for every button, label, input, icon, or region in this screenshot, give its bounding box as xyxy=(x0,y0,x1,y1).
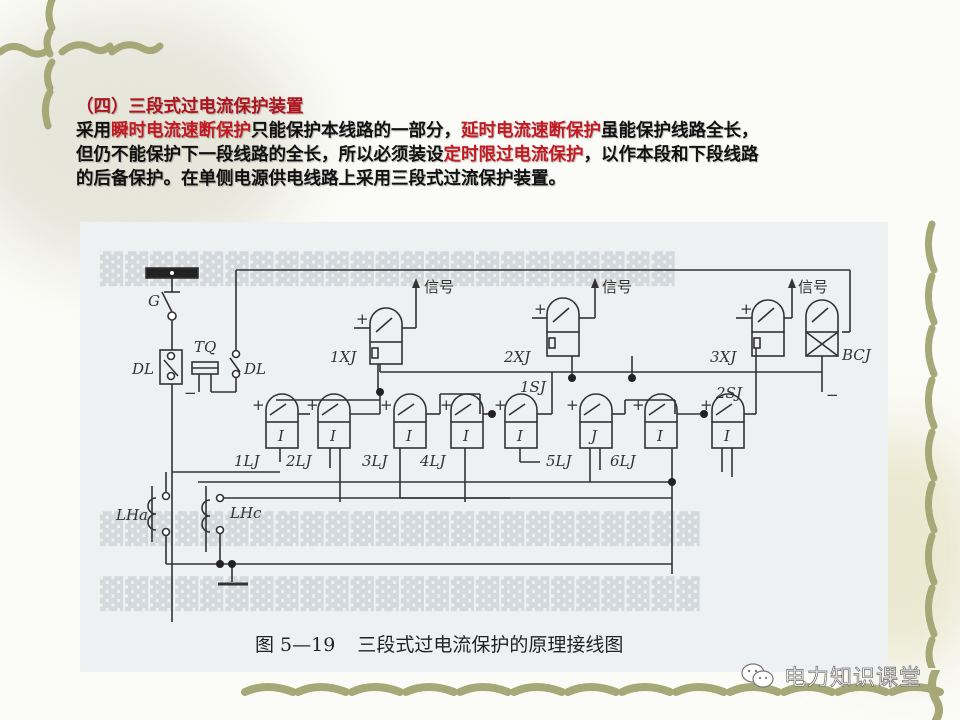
figure-title: 三段式过电流保护的原理接线图 xyxy=(357,634,624,656)
svg-text:+: + xyxy=(494,396,507,414)
slide-heading: （四）三段式过电流保护装置 采用瞬时电流速断保护只能保护本线路的一部分，延时电流… xyxy=(76,95,936,191)
svg-text:+: + xyxy=(700,396,713,414)
svg-text:I: I xyxy=(277,427,285,445)
vine-decoration-top-left xyxy=(0,0,164,130)
label-LHa: LHa xyxy=(115,506,148,524)
svg-text:+: + xyxy=(534,300,547,318)
watermark: 电力知识课堂 xyxy=(740,660,922,692)
section-title: （四）三段式过电流保护装置 xyxy=(76,97,304,117)
text-run: ，以作本段和下段线路 xyxy=(583,145,759,165)
svg-text:+: + xyxy=(566,396,579,414)
svg-text:+: + xyxy=(440,396,453,414)
label-1LJ: 1LJ xyxy=(234,452,261,470)
label-signal-3: 信号 xyxy=(798,278,828,296)
figure-caption: 图 5—19 三段式过电流保护的原理接线图 xyxy=(255,630,623,657)
svg-text:+: + xyxy=(740,300,753,318)
label-3XJ: 3XJ xyxy=(710,348,737,366)
svg-text:I: I xyxy=(723,427,731,445)
svg-text:+: + xyxy=(306,396,319,414)
label-4LJ: 4LJ xyxy=(419,452,447,470)
vine-decoration-bottom xyxy=(241,670,944,720)
label-BCJ: BCJ xyxy=(841,346,872,364)
text-run: 的后备保护。在单侧电源供电线路上采用三段式过流保护装置。 xyxy=(76,169,566,189)
figure-number: 图 5—19 xyxy=(255,634,336,656)
label-LHc: LHc xyxy=(229,504,262,522)
polarity-labels: + + + + + + + + + + + − − xyxy=(184,300,839,414)
svg-text:+: + xyxy=(356,310,369,328)
label-2LJ: 2LJ xyxy=(285,452,313,470)
svg-text:I: I xyxy=(462,427,470,445)
coil-labels: I I I I I J I I xyxy=(277,427,731,445)
bleed-through-text: ▓▓▓▓▓▓▓▓▓▓▓▓▓▓▓▓▓▓▓▓▓▓▓▓ xyxy=(100,577,702,612)
svg-text:+: + xyxy=(252,396,265,414)
bleed-through-text: ▓▓▓▓▓▓▓▓▓▓▓▓▓▓▓▓▓▓▓▓▓▓▓▓ xyxy=(100,512,702,547)
label-1SJ: 1SJ xyxy=(520,378,547,396)
svg-text:I: I xyxy=(405,427,413,445)
label-6LJ: 6LJ xyxy=(610,452,637,470)
text-run: 但仍不能保护下一段线路的全长，所以必须装设 xyxy=(76,145,444,165)
svg-text:−: − xyxy=(826,386,839,404)
label-1XJ: 1XJ xyxy=(330,348,357,366)
description-paragraph: 采用瞬时电流速断保护只能保护本线路的一部分，延时电流速断保护虽能保护线路全长， … xyxy=(76,119,936,191)
text-run: 采用 xyxy=(76,121,111,141)
vine-decoration-right xyxy=(925,220,938,668)
label-TQ: TQ xyxy=(194,338,216,356)
text-run: 只能保护本线路的一部分， xyxy=(251,121,461,141)
watermark-text: 电力知识课堂 xyxy=(784,666,923,692)
svg-text:I: I xyxy=(516,427,524,445)
label-G: G xyxy=(148,292,160,310)
highlight-time-delay-overcurrent: 延时电流速断保护 xyxy=(461,121,601,141)
svg-text:J: J xyxy=(588,427,598,445)
label-DL-left: DL xyxy=(131,360,154,378)
label-2XJ: 2XJ xyxy=(503,348,531,366)
label-DL-right: DL xyxy=(243,360,266,378)
svg-text:I: I xyxy=(329,427,337,445)
text-run: 虽能保护线路全长， xyxy=(601,121,759,141)
highlight-definite-time-overcurrent: 定时限过电流保护 xyxy=(443,145,584,165)
label-2SJ: 2SJ xyxy=(715,384,743,402)
label-signal-2: 信号 xyxy=(602,278,632,296)
svg-text:+: + xyxy=(380,396,393,414)
circuit-schematic: G DL TQ DL 信号 信号 信号 1XJ 2XJ 3XJ BCJ 1SJ … xyxy=(115,267,872,622)
svg-text:−: − xyxy=(184,384,197,402)
label-signal-1: 信号 xyxy=(424,278,454,296)
svg-text:+: + xyxy=(632,396,645,414)
label-3LJ: 3LJ xyxy=(362,452,389,470)
circuit-diagram-scan: ▓▓▓▓▓▓▓▓▓▓▓▓▓▓▓▓▓▓▓▓▓▓▓ ▓▓▓▓▓▓▓▓▓▓▓▓▓▓▓▓… xyxy=(80,222,888,672)
svg-text:I: I xyxy=(656,427,664,445)
wechat-icon xyxy=(741,663,774,688)
lj-relay-row xyxy=(265,393,745,449)
label-5LJ: 5LJ xyxy=(546,452,573,470)
highlight-instant-overcurrent: 瞬时电流速断保护 xyxy=(111,121,251,141)
